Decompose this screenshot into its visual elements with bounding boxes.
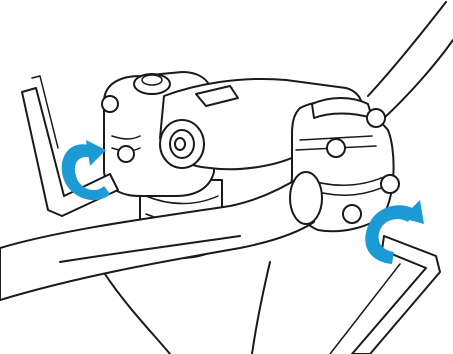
handlebar-upper-right (368, 2, 453, 120)
rotate-counterclockwise-icon (62, 140, 110, 200)
